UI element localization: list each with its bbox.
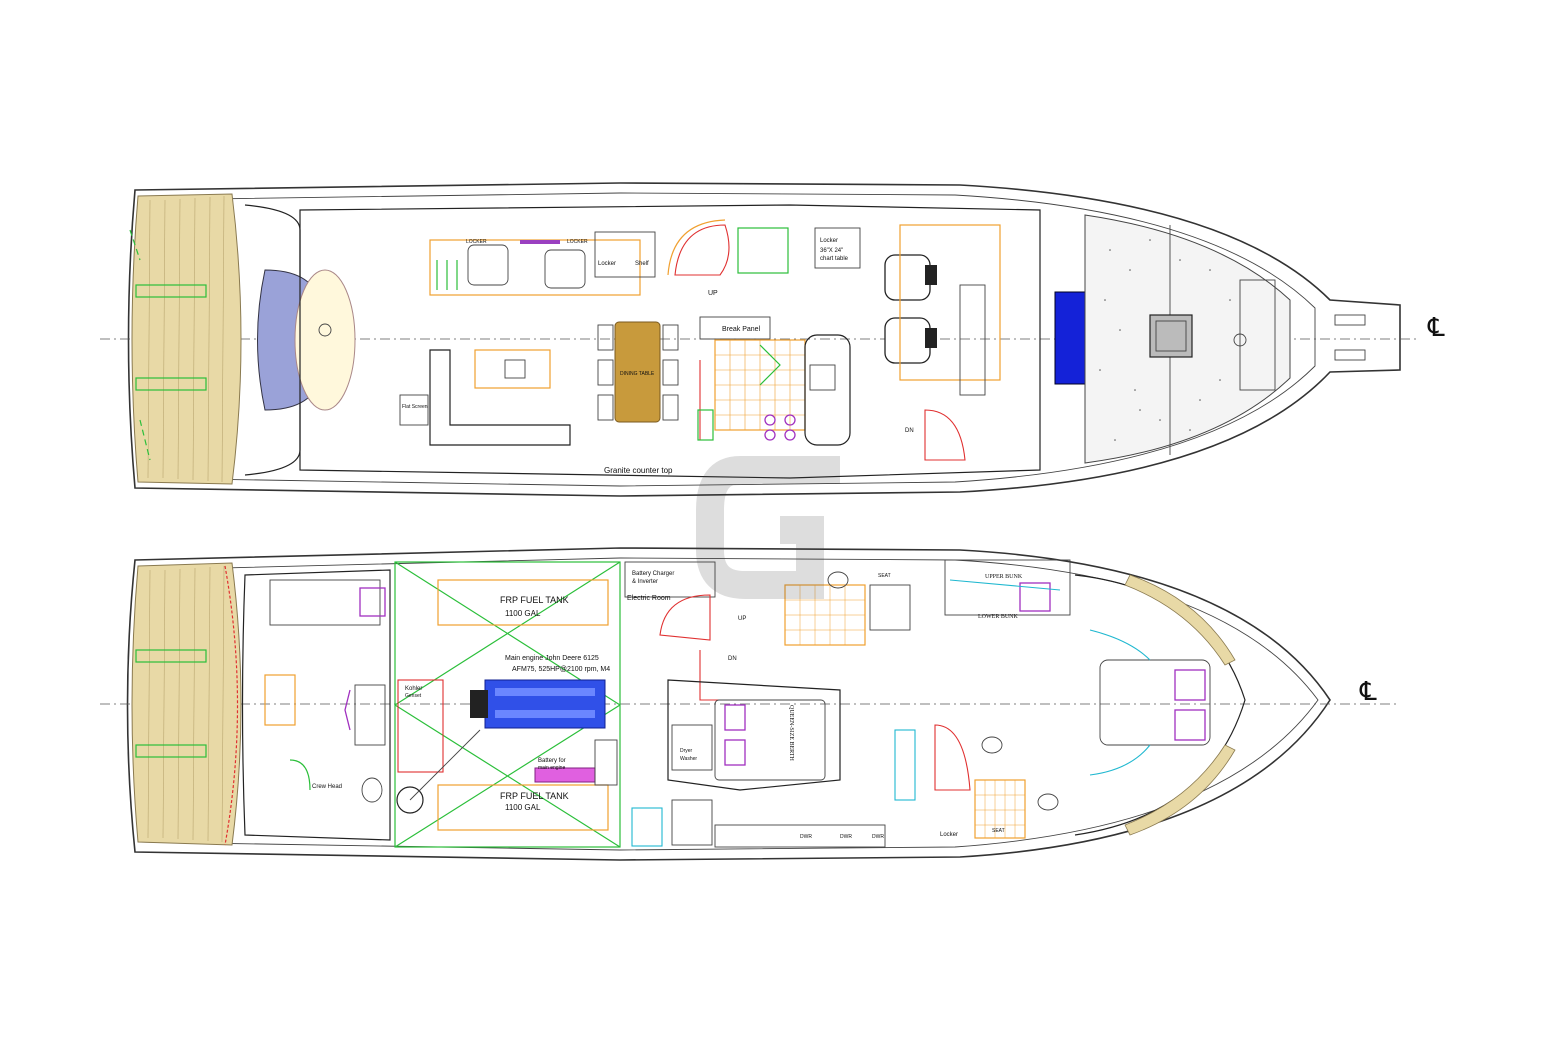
chart-table-size: 36"X 24" [820, 248, 843, 254]
upper-hull-outline [127, 182, 1401, 497]
battery-charger-label-1: Battery Charger [632, 571, 674, 577]
upper-teak-platform [131, 193, 242, 485]
seat-label-1: SEAT [878, 573, 891, 579]
main-engine-block [470, 679, 606, 729]
battery-main-label-1: Battery for [538, 758, 566, 764]
shelf-label: Shelf [635, 261, 649, 267]
dining-table [614, 321, 661, 423]
dn-label-2: DN [728, 656, 737, 662]
main-engine-label-2: AFM75, 525HP@2100 rpm, M4 [512, 666, 610, 673]
locker-lower-label: Locker [940, 832, 958, 838]
fuel-tank-top-label: FRP FUEL TANK [500, 595, 569, 605]
anchor-locker-hatch [1149, 314, 1193, 358]
dwr-label-1: DWR [800, 834, 812, 840]
flat-screen-label: Flat Screen [402, 404, 428, 410]
granite-label: Granite counter top [604, 466, 673, 475]
kohler-label-2: Genset [405, 693, 422, 699]
fuel-tank-bottom-label: FRP FUEL TANK [500, 791, 569, 801]
crew-head-label: Crew Head [312, 784, 342, 790]
upper-centerline-symbol: ℄ [1427, 313, 1445, 342]
up-label-1: UP [708, 290, 718, 297]
dryer-label: Dryer [680, 748, 693, 754]
washer-label: Washer [680, 756, 697, 762]
electric-room-label: Electric Room [627, 595, 671, 602]
chart-table-label: chart table [820, 256, 849, 262]
lower-bunk-label: LOWER BUNK [978, 614, 1018, 620]
up-label-2: UP [738, 616, 746, 622]
upper-deck-plan: ℄ LOCKER LOCKER Locker Shelf [100, 182, 1445, 497]
queen-berth-label: QUEEN-SIZE BERTH [788, 705, 794, 761]
seat-label-2: SEAT [992, 828, 1005, 834]
fuel-tank-top-capacity: 1100 GAL [505, 609, 541, 618]
dwr-label-3: DWR [872, 834, 884, 840]
lower-teak-platform [131, 562, 242, 846]
dwr-label-2: DWR [840, 834, 852, 840]
battery-charger-label-2: & Inverter [632, 579, 658, 585]
locker-label-2: LOCKER [567, 239, 588, 245]
main-engine-label-1: Main engine John Deere 6125 [505, 655, 599, 662]
lower-deck-plan: ℄ Crew Head FRP FUEL TANK 1100 GAL FRP F… [100, 547, 1400, 861]
battery-main-label-2: main engine [538, 765, 565, 771]
fuel-tank-bottom-capacity: 1100 GAL [505, 803, 541, 812]
upper-bunk-label: UPPER BUNK [985, 574, 1023, 580]
locker-label-1: LOCKER [466, 239, 487, 245]
break-panel-label: Break Panel [722, 326, 761, 333]
watermark-logo [696, 456, 840, 599]
helm-chairs [884, 254, 937, 364]
dining-table-label: DINING TABLE [620, 371, 655, 377]
dn-label-1: DN [905, 428, 914, 434]
lower-centerline-symbol: ℄ [1359, 677, 1377, 706]
lower-hull-outline [126, 547, 1331, 861]
chart-locker-label: Locker [820, 238, 838, 244]
kohler-label-1: Kohler [405, 686, 422, 692]
locker-label-3: Locker [598, 261, 616, 267]
